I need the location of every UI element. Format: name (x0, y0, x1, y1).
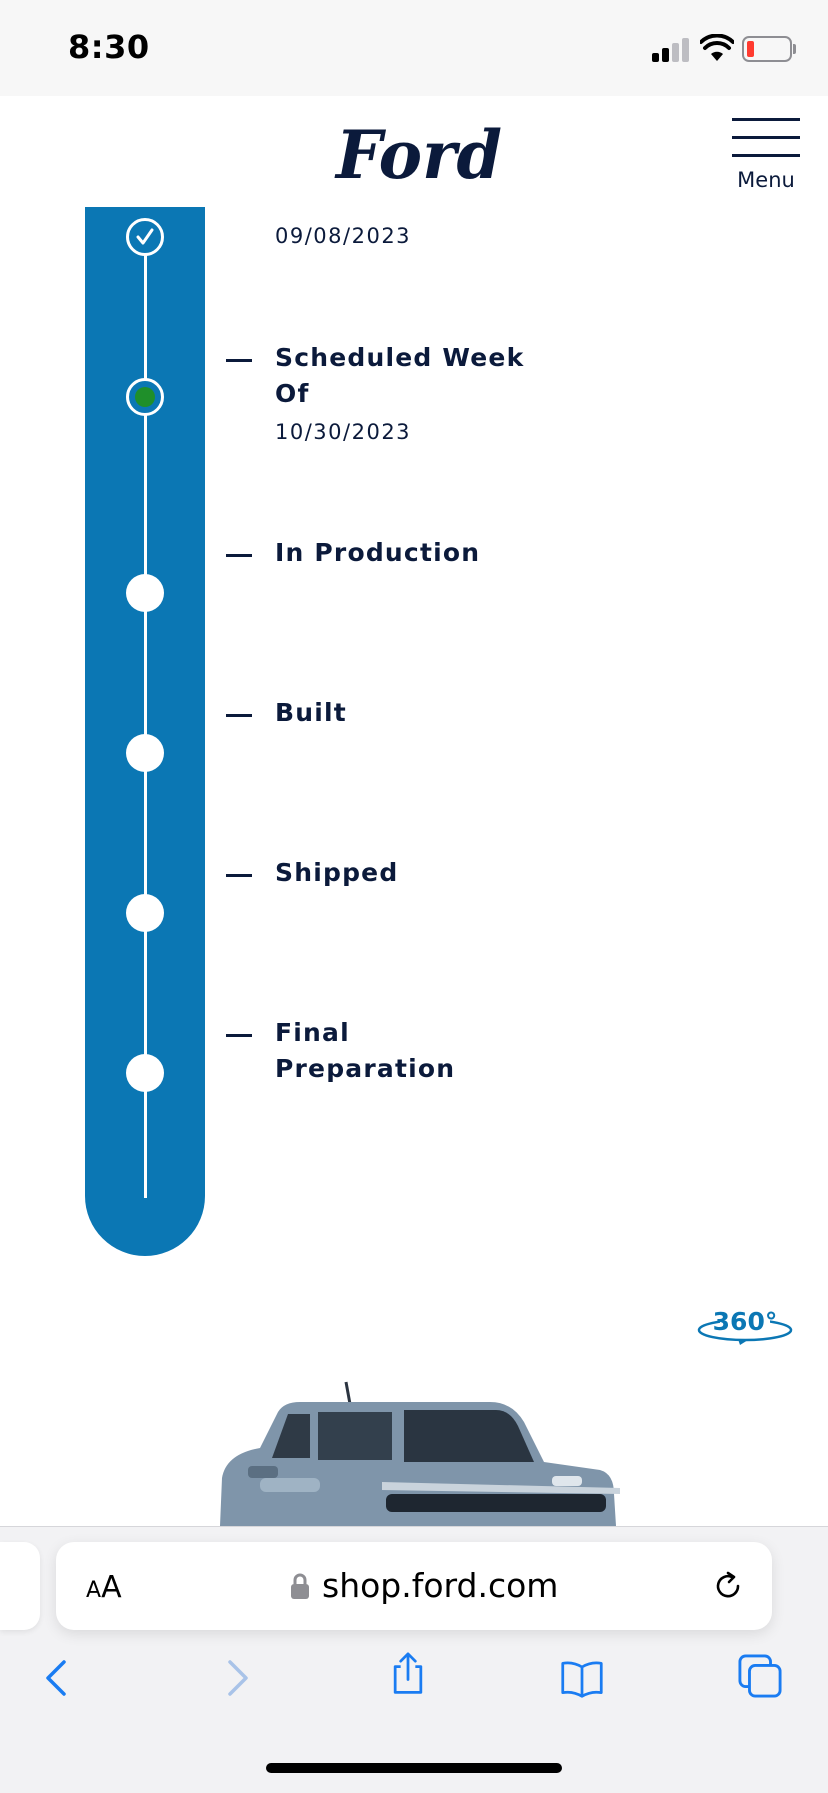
forward-icon[interactable] (214, 1656, 258, 1700)
share-icon[interactable] (386, 1652, 430, 1696)
lock-icon (291, 1573, 309, 1599)
home-indicator[interactable] (266, 1763, 562, 1773)
step-pending-node (126, 894, 164, 932)
step-final-label-line2: Preparation (275, 1054, 456, 1083)
vehicle-image[interactable] (160, 1378, 652, 1526)
rotate-360-icon[interactable]: 360° (696, 1306, 794, 1346)
timeline-track (144, 230, 147, 1198)
step-complete-check-icon (126, 218, 164, 256)
address-bar[interactable] (56, 1542, 772, 1630)
battery-icon (742, 36, 792, 62)
site-header (5, 96, 828, 206)
previous-tab-preview[interactable] (0, 1542, 40, 1630)
step-dash (226, 554, 252, 557)
menu-label: Menu (737, 168, 795, 192)
bookmarks-icon[interactable] (560, 1656, 604, 1700)
step-built-label: Built (275, 698, 347, 727)
step-in-production-label: In Production (275, 538, 481, 567)
step-pending-node (126, 1054, 164, 1092)
status-time: 8:30 (68, 28, 150, 66)
back-icon[interactable] (36, 1656, 80, 1700)
step-shipped-label: Shipped (275, 858, 399, 887)
step-final-label-line1: Final (275, 1018, 350, 1047)
cellular-signal-icon (652, 38, 692, 62)
battery-cap (793, 44, 796, 54)
step-dash (226, 714, 252, 717)
tabs-icon[interactable] (738, 1654, 782, 1698)
completed-step-date: 09/08/2023 (275, 224, 412, 248)
ford-logo[interactable]: Ford (334, 112, 504, 194)
step-pending-node (126, 734, 164, 772)
text-size-button[interactable]: AA (86, 1570, 122, 1605)
step-dash (226, 874, 252, 877)
step-dash (226, 1034, 252, 1037)
svg-text:360°: 360° (713, 1307, 778, 1336)
step-dash (226, 359, 252, 362)
wifi-icon (700, 34, 734, 61)
url-text[interactable]: shop.ford.com (322, 1566, 559, 1605)
step-scheduled-label-line2: Of (275, 379, 310, 408)
status-bar (0, 0, 828, 96)
step-scheduled-date: 10/30/2023 (275, 420, 412, 444)
step-current-indicator (126, 378, 164, 416)
step-scheduled-label-line1: Scheduled Week (275, 343, 525, 372)
svg-text:Ford: Ford (334, 116, 502, 194)
reload-icon[interactable] (710, 1568, 746, 1604)
step-pending-node (126, 574, 164, 612)
menu-button[interactable]: Menu (728, 116, 804, 196)
